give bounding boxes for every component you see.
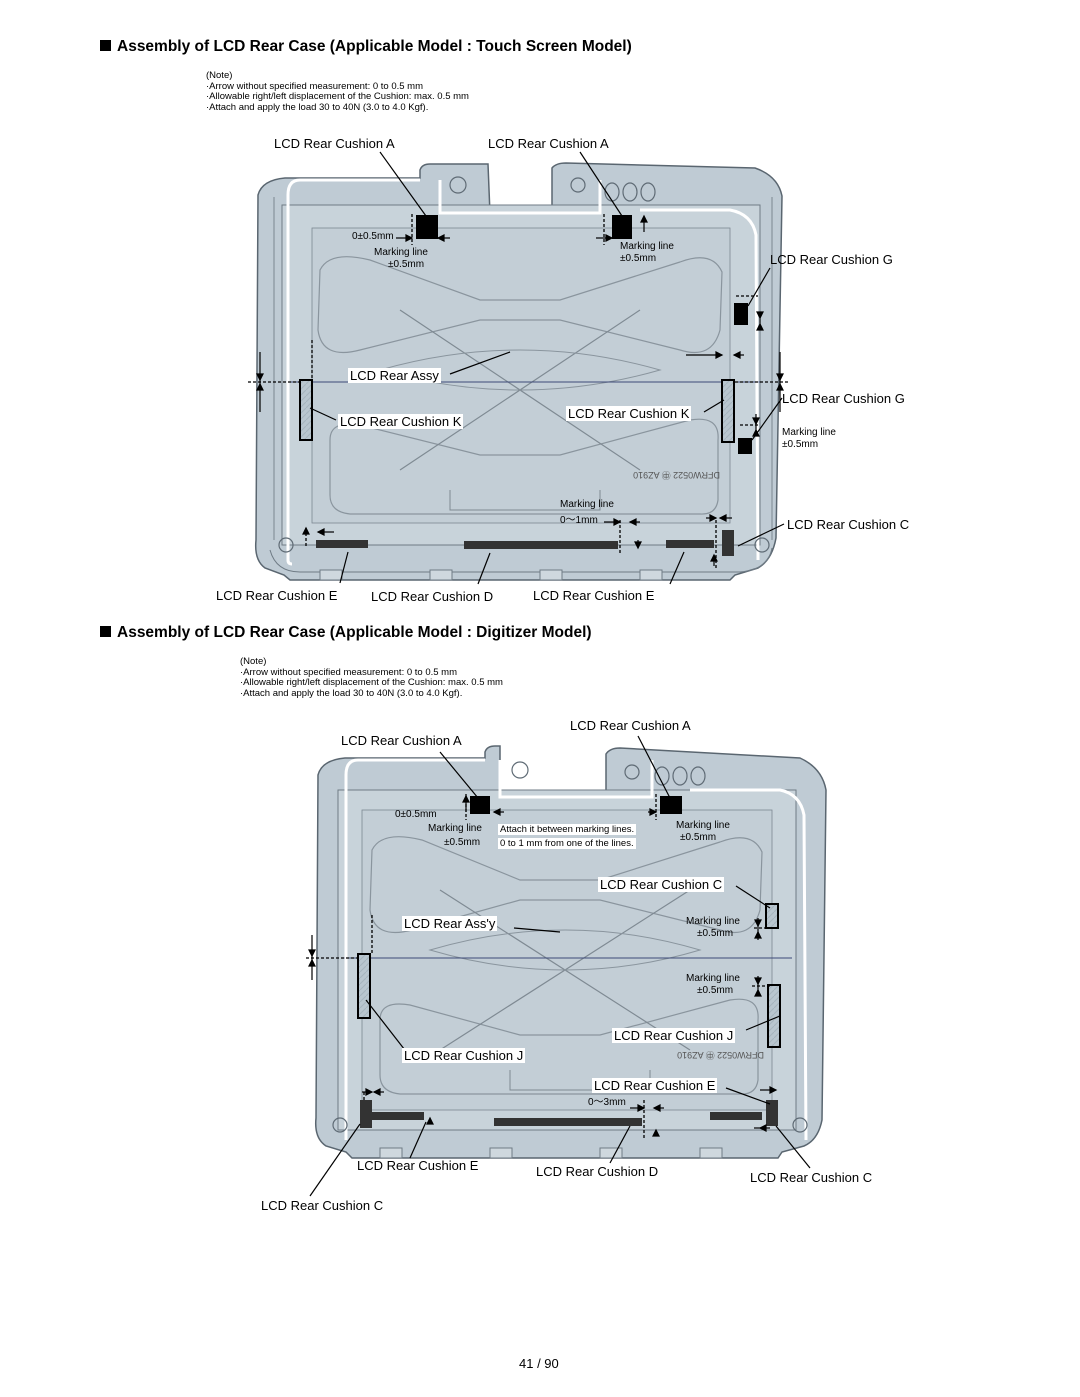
svg-text:DFRW0522 ㊥ AZ910: DFRW0522 ㊥ AZ910 [677, 1050, 764, 1060]
marking-line-label: Marking line [782, 427, 836, 438]
cushion-e-left-label: LCD Rear Cushion E [216, 588, 338, 603]
measure-zero-one: 0〜1mm [560, 515, 598, 526]
measure-pm-half: ±0.5mm [697, 985, 734, 996]
cushion-a-left-mark [416, 215, 438, 239]
note-line: ·Allowable right/left displacement of th… [240, 677, 503, 688]
marking-line-label: Marking line [428, 823, 482, 834]
cushion-a-left-label: LCD Rear Cushion A [274, 136, 395, 151]
section1-title: Assembly of LCD Rear Case (Applicable Mo… [100, 38, 632, 56]
cushion-k-left-label: LCD Rear Cushion K [338, 414, 464, 429]
attach-note-2: 0 to 1 mm from one of the lines. [498, 838, 636, 849]
cushion-a-left-label: LCD Rear Cushion A [341, 733, 462, 748]
attach-note-1: Attach it between marking lines. [498, 824, 637, 835]
cushion-e-mid-label: LCD Rear Cushion E [592, 1078, 718, 1093]
rear-assy-label: LCD Rear Assy [348, 368, 441, 383]
marking-line-label: Marking line [374, 247, 428, 258]
cushion-k-right-label: LCD Rear Cushion K [566, 406, 692, 421]
section2-title: Assembly of LCD Rear Case (Applicable Mo… [100, 624, 592, 642]
cushion-j-right-label: LCD Rear Cushion J [612, 1028, 736, 1043]
cushion-e-right-label: LCD Rear Cushion E [533, 588, 655, 603]
cushion-c-label: LCD Rear Cushion C [787, 517, 910, 532]
marking-line-label: Marking line [560, 499, 614, 510]
note-line: ·Arrow without specified measurement: 0 … [240, 666, 458, 678]
rear-assy-label: LCD Rear Ass'y [402, 916, 498, 931]
section2-notes: (Note) ·Arrow without specified measurem… [240, 656, 503, 699]
measure-pm-half: ±0.5mm [444, 837, 481, 848]
bullet-square-icon [100, 40, 111, 51]
note-line: ·Allowable right/left displacement of th… [206, 91, 469, 102]
cushion-g-top-label: LCD Rear Cushion G [770, 252, 893, 267]
measure-zero-half: 0±0.5mm [352, 231, 394, 242]
digitizer-case-diagram: DFRW0522 ㊥ AZ910 [306, 735, 827, 1197]
cushion-d-label: LCD Rear Cushion D [371, 589, 494, 604]
measure-pm-half: ±0.5mm [388, 259, 425, 270]
cushion-a-right-label: LCD Rear Cushion A [570, 718, 691, 733]
cushion-c-top-label: LCD Rear Cushion C [598, 877, 725, 892]
marking-line-label: Marking line [620, 241, 674, 252]
note-line: ·Attach and apply the load 30 to 40N (3.… [206, 101, 429, 113]
measure-pm-half: ±0.5mm [697, 928, 734, 939]
cushion-c-left-label: LCD Rear Cushion C [261, 1198, 384, 1213]
marking-line-label: Marking line [686, 916, 740, 927]
marking-line-label: Marking line [676, 820, 730, 831]
marking-line-label: Marking line [686, 973, 740, 984]
cushion-e-bottom-label: LCD Rear Cushion E [357, 1158, 479, 1173]
cushion-d-label: LCD Rear Cushion D [536, 1164, 659, 1179]
note-heading: (Note) [240, 656, 267, 667]
note-line: ·Attach and apply the load 30 to 40N (3.… [240, 687, 463, 699]
measure-zero-half: 0±0.5mm [395, 809, 437, 820]
cushion-c-right-label: LCD Rear Cushion C [750, 1170, 873, 1185]
measure-pm-half: ±0.5mm [782, 439, 819, 450]
cushion-j-left-label: LCD Rear Cushion J [402, 1048, 526, 1063]
note-line: ·Arrow without specified measurement: 0 … [206, 80, 424, 92]
cushion-g-mid-label: LCD Rear Cushion G [782, 391, 905, 406]
bullet-square-icon [100, 626, 111, 637]
page-number: 41 / 90 [519, 1356, 559, 1371]
cushion-a-right-label: LCD Rear Cushion A [488, 136, 609, 151]
touch-screen-case-diagram: DFRW0522 ㊥ AZ910 [248, 151, 790, 585]
section1-notes: (Note) ·Arrow without specified measurem… [206, 70, 469, 113]
measure-pm-half: ±0.5mm [620, 253, 657, 264]
measure-pm-half: ±0.5mm [680, 832, 717, 843]
svg-text:DFRW0522 ㊥ AZ910: DFRW0522 ㊥ AZ910 [633, 470, 720, 480]
measure-zero-three: 0〜3mm [588, 1097, 626, 1108]
note-heading: (Note) [206, 70, 233, 81]
cushion-a-right-mark [612, 215, 632, 239]
